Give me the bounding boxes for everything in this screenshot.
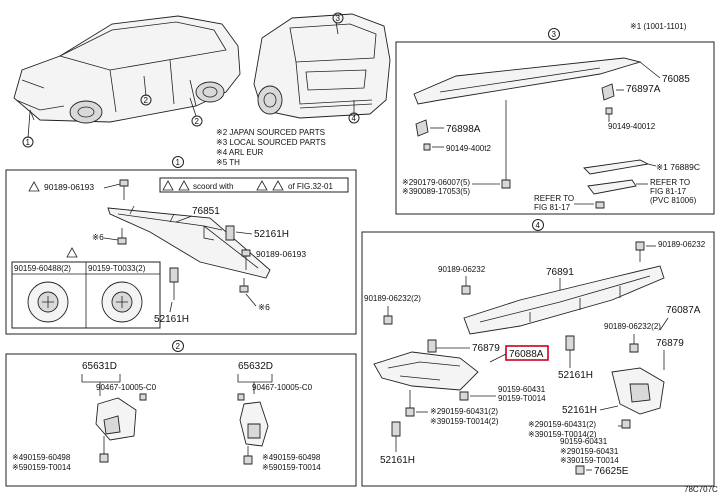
p2-right-note2: ※590159-T0014 — [262, 463, 321, 472]
p4-bolt-top-right: 90189-06232 — [658, 240, 706, 249]
p4-screw-center-1: 90159-60431 — [498, 385, 546, 394]
panel-4-number — [532, 219, 544, 231]
highlight-box-76088A[interactable] — [505, 345, 549, 361]
warning-icon — [66, 247, 78, 258]
p4-clip-center: 52161H — [558, 370, 593, 381]
spoiler-76085 — [413, 57, 642, 105]
p4-bolt-right: 90189-06232(2) — [604, 322, 661, 331]
table-left-part: 90159-60488(2) — [14, 264, 71, 273]
beam-76891 — [463, 265, 665, 335]
svg-text:1: 1 — [26, 138, 31, 147]
p4-clip-right: 52161H — [562, 405, 597, 416]
p3-note2: ※390089-17053(5) — [402, 187, 470, 196]
svg-text:3: 3 — [552, 30, 557, 39]
p1-mark-a: ※6 — [92, 232, 104, 242]
p2-right-screw: 90467-10005-C0 — [252, 383, 313, 392]
legend-notes: ※2 JAPAN SOURCED PARTS ※3 LOCAL SOURCED … — [216, 128, 326, 167]
legend-note-3: ※4 ARL EUR — [216, 148, 264, 157]
panel-1: 1 90189-06193 scoord with of FIG.32-01 7… — [5, 156, 357, 335]
p1-part-top: 90189-06193 — [44, 182, 94, 192]
panel-2: 2 65631D 90467-10005-C0 ※490159-60498 ※5… — [5, 340, 357, 487]
warning-ref: of FIG.32-01 — [288, 182, 333, 191]
p4-part-76879-left: 76879 — [472, 343, 500, 354]
p2-right-note1: ※490159-60498 — [262, 453, 321, 462]
circle-ref-2-front: 2 — [140, 94, 152, 106]
p3-screw-a: 90149-40012 — [608, 122, 656, 131]
car-rear-illustration — [253, 13, 391, 119]
svg-text:2: 2 — [195, 117, 200, 126]
p4-screw-right-3: 90159-60431 — [560, 437, 608, 446]
strip-76889C — [583, 159, 650, 175]
footer-code: 78C707C — [684, 485, 718, 494]
svg-text:4: 4 — [536, 221, 541, 230]
legend-note-2: ※3 LOCAL SOURCED PARTS — [216, 138, 326, 147]
svg-text:3: 3 — [336, 14, 341, 23]
warning-icon — [178, 180, 190, 191]
p2-left-note2: ※590159-T0014 — [12, 463, 71, 472]
p1-part-main: 76851 — [192, 206, 220, 217]
p2-left-screw: 90467-10005-C0 — [96, 383, 157, 392]
p4-bolt-top-left: 90189-06232 — [438, 265, 486, 274]
p3-refer2-a: REFER TO — [534, 194, 574, 203]
p4-screw-right-5: ※390159-T0014 — [560, 456, 619, 465]
circle-ref-2-side: 2 — [191, 115, 203, 127]
header-range: ※1 (1001-1101) — [630, 22, 687, 31]
p3-refer1-a: REFER TO — [650, 178, 690, 187]
p3-part-a: 76897A — [626, 84, 661, 95]
legend-note-1: ※2 JAPAN SOURCED PARTS — [216, 128, 325, 137]
p1-part-bottom: 52161H — [154, 314, 189, 325]
bracket-76088A — [373, 351, 479, 391]
p2-left-title: 65631D — [82, 361, 117, 372]
p3-note1: ※290179-06007(5) — [402, 178, 470, 187]
p4-screw-left-1: ※290159-60431(2) — [430, 407, 498, 416]
p1-part-bolt: 90189-06193 — [256, 249, 306, 259]
warning-icon — [256, 180, 268, 191]
p3-part-b: 76898A — [446, 124, 481, 135]
p3-screw-b: 90149-400t2 — [446, 144, 491, 153]
panel-3: 3 76085 76897A 90149-40012 76898A 90149-… — [395, 28, 715, 215]
warning-icon — [272, 180, 284, 191]
p4-screw-center-2: 90159-T0014 — [498, 394, 546, 403]
circle-ref-4-top: 4 — [348, 112, 360, 124]
p3-refer1-c: (PVC 81006) — [650, 196, 697, 205]
p3-refer2-b: FIG 81-17 — [534, 203, 571, 212]
p4-part-76625E: 76625E — [594, 466, 629, 477]
p1-part-clip: 52161H — [254, 229, 289, 240]
p4-screw-left-2: ※390159-T0014(2) — [430, 417, 499, 426]
table-right-part: 90159-T0033(2) — [88, 264, 146, 273]
circle-ref-3-top: 3 — [332, 12, 344, 24]
car-front-illustration — [13, 15, 241, 124]
panel-4: 4 90189-06232 90189-06232 76891 90189-06… — [361, 219, 715, 487]
panel-1-number — [172, 156, 184, 168]
panel-2-number — [172, 340, 184, 352]
warning-box — [159, 177, 349, 193]
p4-screw-right-2: ※390159-T0014(2) — [528, 430, 597, 439]
bracket-76851 — [107, 207, 271, 279]
p4-part-76088A[interactable]: 76088A — [509, 349, 544, 360]
legend-note-4: ※5 TH — [216, 158, 240, 167]
p3-part-c: ※1 76889C — [656, 162, 700, 172]
p1-mark-b: ※6 — [258, 302, 270, 312]
svg-text:4: 4 — [352, 114, 357, 123]
svg-text:2: 2 — [144, 96, 149, 105]
svg-text:1: 1 — [176, 158, 181, 167]
p4-part-76891: 76891 — [546, 267, 574, 278]
circle-ref-1-front: 1 — [22, 136, 34, 148]
p3-part-main: 76085 — [662, 74, 690, 85]
p4-part-76879-right: 76879 — [656, 338, 684, 349]
warning-icon — [162, 180, 174, 191]
p4-screw-right-4: ※290159-60431 — [560, 447, 619, 456]
p4-clip-bottom-left: 52161H — [380, 455, 415, 466]
warning-text: scoord with — [193, 182, 233, 191]
p2-left-note1: ※490159-60498 — [12, 453, 71, 462]
warning-icon — [28, 181, 40, 192]
p2-right-title: 65632D — [238, 361, 273, 372]
panel-3-number — [548, 28, 560, 40]
p4-part-76087A: 76087A — [666, 305, 701, 316]
svg-text:2: 2 — [176, 342, 181, 351]
p3-refer1-b: FIG 81-17 — [650, 187, 687, 196]
p4-screw-right-1: ※290159-60431(2) — [528, 420, 596, 429]
p4-bolt-left: 90189-06232(2) — [364, 294, 421, 303]
